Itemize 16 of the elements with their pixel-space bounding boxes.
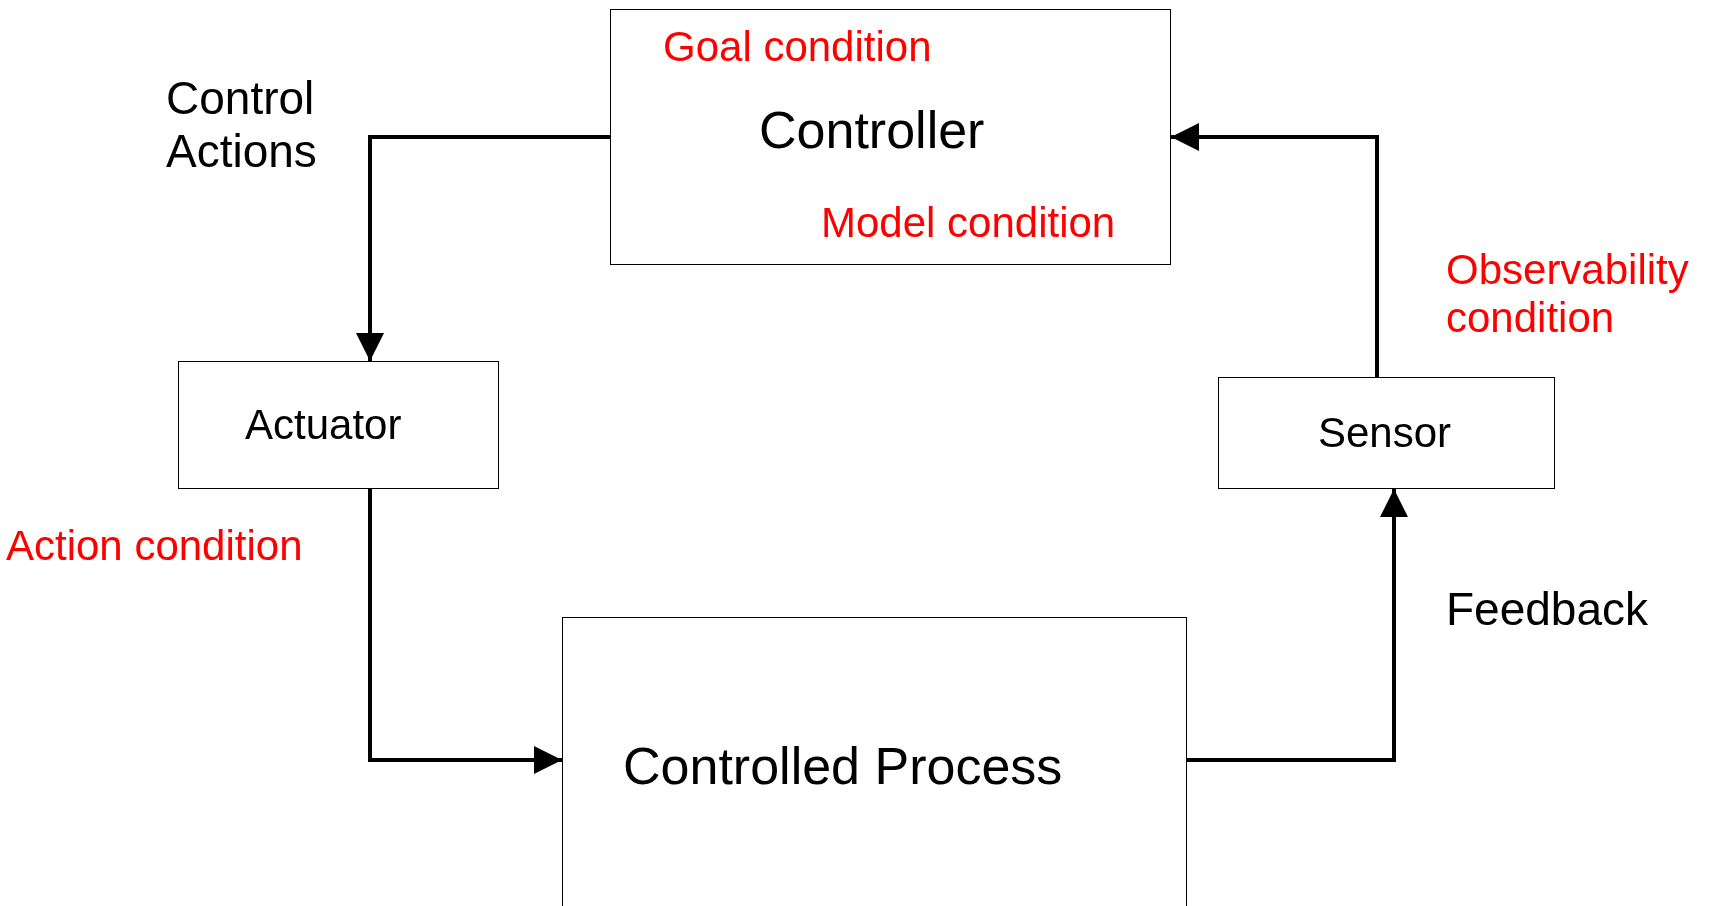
condition-label: Observability condition: [1446, 246, 1690, 343]
condition-label: Action condition: [6, 522, 304, 571]
sensor-box: [1218, 377, 1555, 489]
actuator-box: [178, 361, 499, 489]
node-label: Sensor: [1318, 410, 1452, 457]
node-label: Controller: [759, 102, 985, 160]
arrow: [356, 135, 610, 361]
controller-box: [610, 9, 1171, 265]
node-label: Controlled Process: [623, 738, 1063, 796]
node-label: Actuator: [245, 402, 402, 449]
arrow: [1171, 123, 1379, 377]
arrow: [368, 489, 562, 774]
condition-label: Model condition: [821, 200, 1116, 247]
process-box: [562, 617, 1187, 906]
condition-label: Goal condition: [663, 24, 932, 71]
arrow: [1187, 489, 1408, 762]
